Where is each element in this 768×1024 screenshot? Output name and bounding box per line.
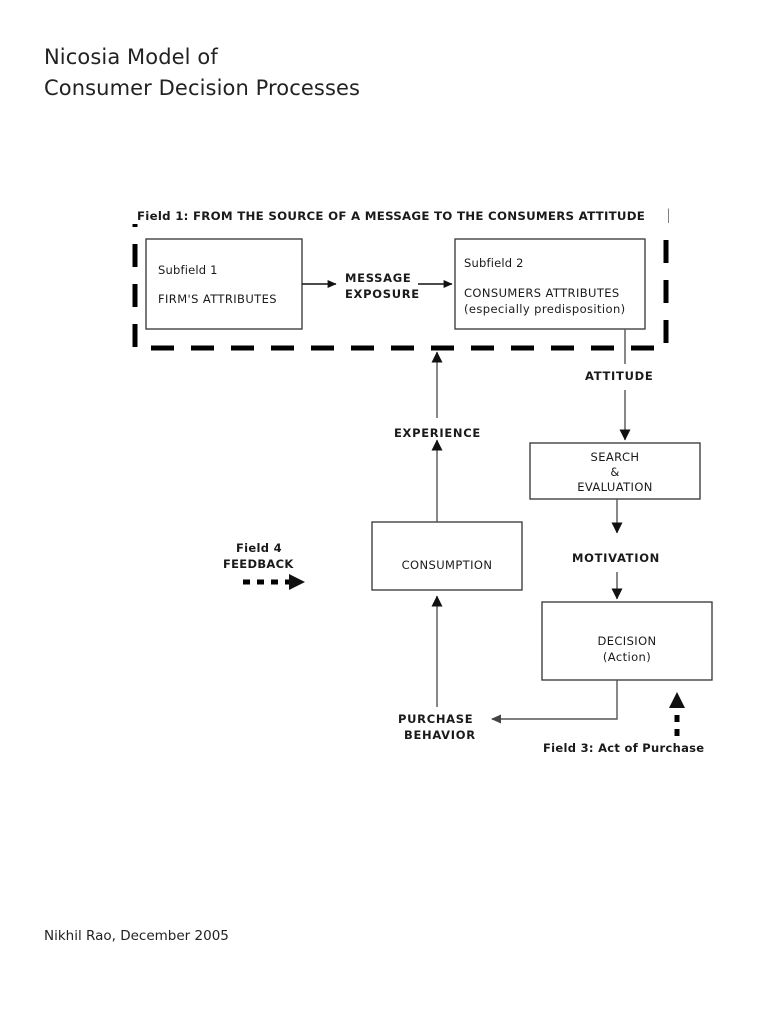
connector-label-motivation: MOTIVATION <box>572 551 660 565</box>
field4-label-line-1: Field 4 <box>236 541 282 555</box>
box-subfield1-line-2: FIRM'S ATTRIBUTES <box>158 292 277 306</box>
field3-dashed-arrow-head <box>669 692 685 708</box>
field3-label: Field 3: Act of Purchase <box>543 741 704 755</box>
page-title-line-1: Nicosia Model of <box>44 45 218 69</box>
connector-label-purchase-behavior-line-1: PURCHASE <box>398 712 473 726</box>
box-search-evaluation-line-2: & <box>610 465 619 479</box>
box-decision-line-1: DECISION <box>597 634 656 648</box>
field4-dashed-arrow-head <box>289 574 305 590</box>
box-subfield2-line-1: Subfield 2 <box>464 256 524 270</box>
page-title: Nicosia Model of Consumer Decision Proce… <box>44 42 360 104</box>
box-subfield1 <box>145 238 303 330</box>
connector-label-purchase-behavior-line-2: BEHAVIOR <box>404 728 476 742</box>
box-subfield1-line-1: Subfield 1 <box>158 263 218 277</box>
connector-label-attitude: ATTITUDE <box>585 369 653 383</box>
box-search-evaluation <box>529 442 701 500</box>
connector-label-experience: EXPERIENCE <box>394 426 481 440</box>
connector-decision-to-purchase-behavior <box>491 680 618 724</box>
box-decision-line-2: (Action) <box>603 650 651 664</box>
box-subfield2 <box>454 238 646 330</box>
connector-label-message-exposure-line-2: EXPOSURE <box>345 287 420 301</box>
box-consumption-label: CONSUMPTION <box>402 558 493 572</box>
field1-label: Field 1: FROM THE SOURCE OF A MESSAGE TO… <box>137 209 645 223</box>
field1-dashed-boundary <box>132 208 669 351</box>
page-title-line-2: Consumer Decision Processes <box>44 76 361 100</box>
box-search-evaluation-line-1: SEARCH <box>591 450 640 464</box>
page-footer-credit: Nikhil Rao, December 2005 <box>44 928 229 944</box>
box-subfield2-line-3: (especially predisposition) <box>464 302 626 316</box>
field1-label-backing <box>131 204 668 224</box>
box-search-evaluation-line-3: EVALUATION <box>577 480 653 494</box>
box-subfield2-line-2: CONSUMERS ATTRIBUTES <box>464 286 620 300</box>
connector-label-message-exposure-line-1: MESSAGE <box>345 271 411 285</box>
field4-label-line-2: FEEDBACK <box>223 557 294 571</box>
box-decision <box>541 601 713 681</box>
box-consumption <box>371 521 523 591</box>
